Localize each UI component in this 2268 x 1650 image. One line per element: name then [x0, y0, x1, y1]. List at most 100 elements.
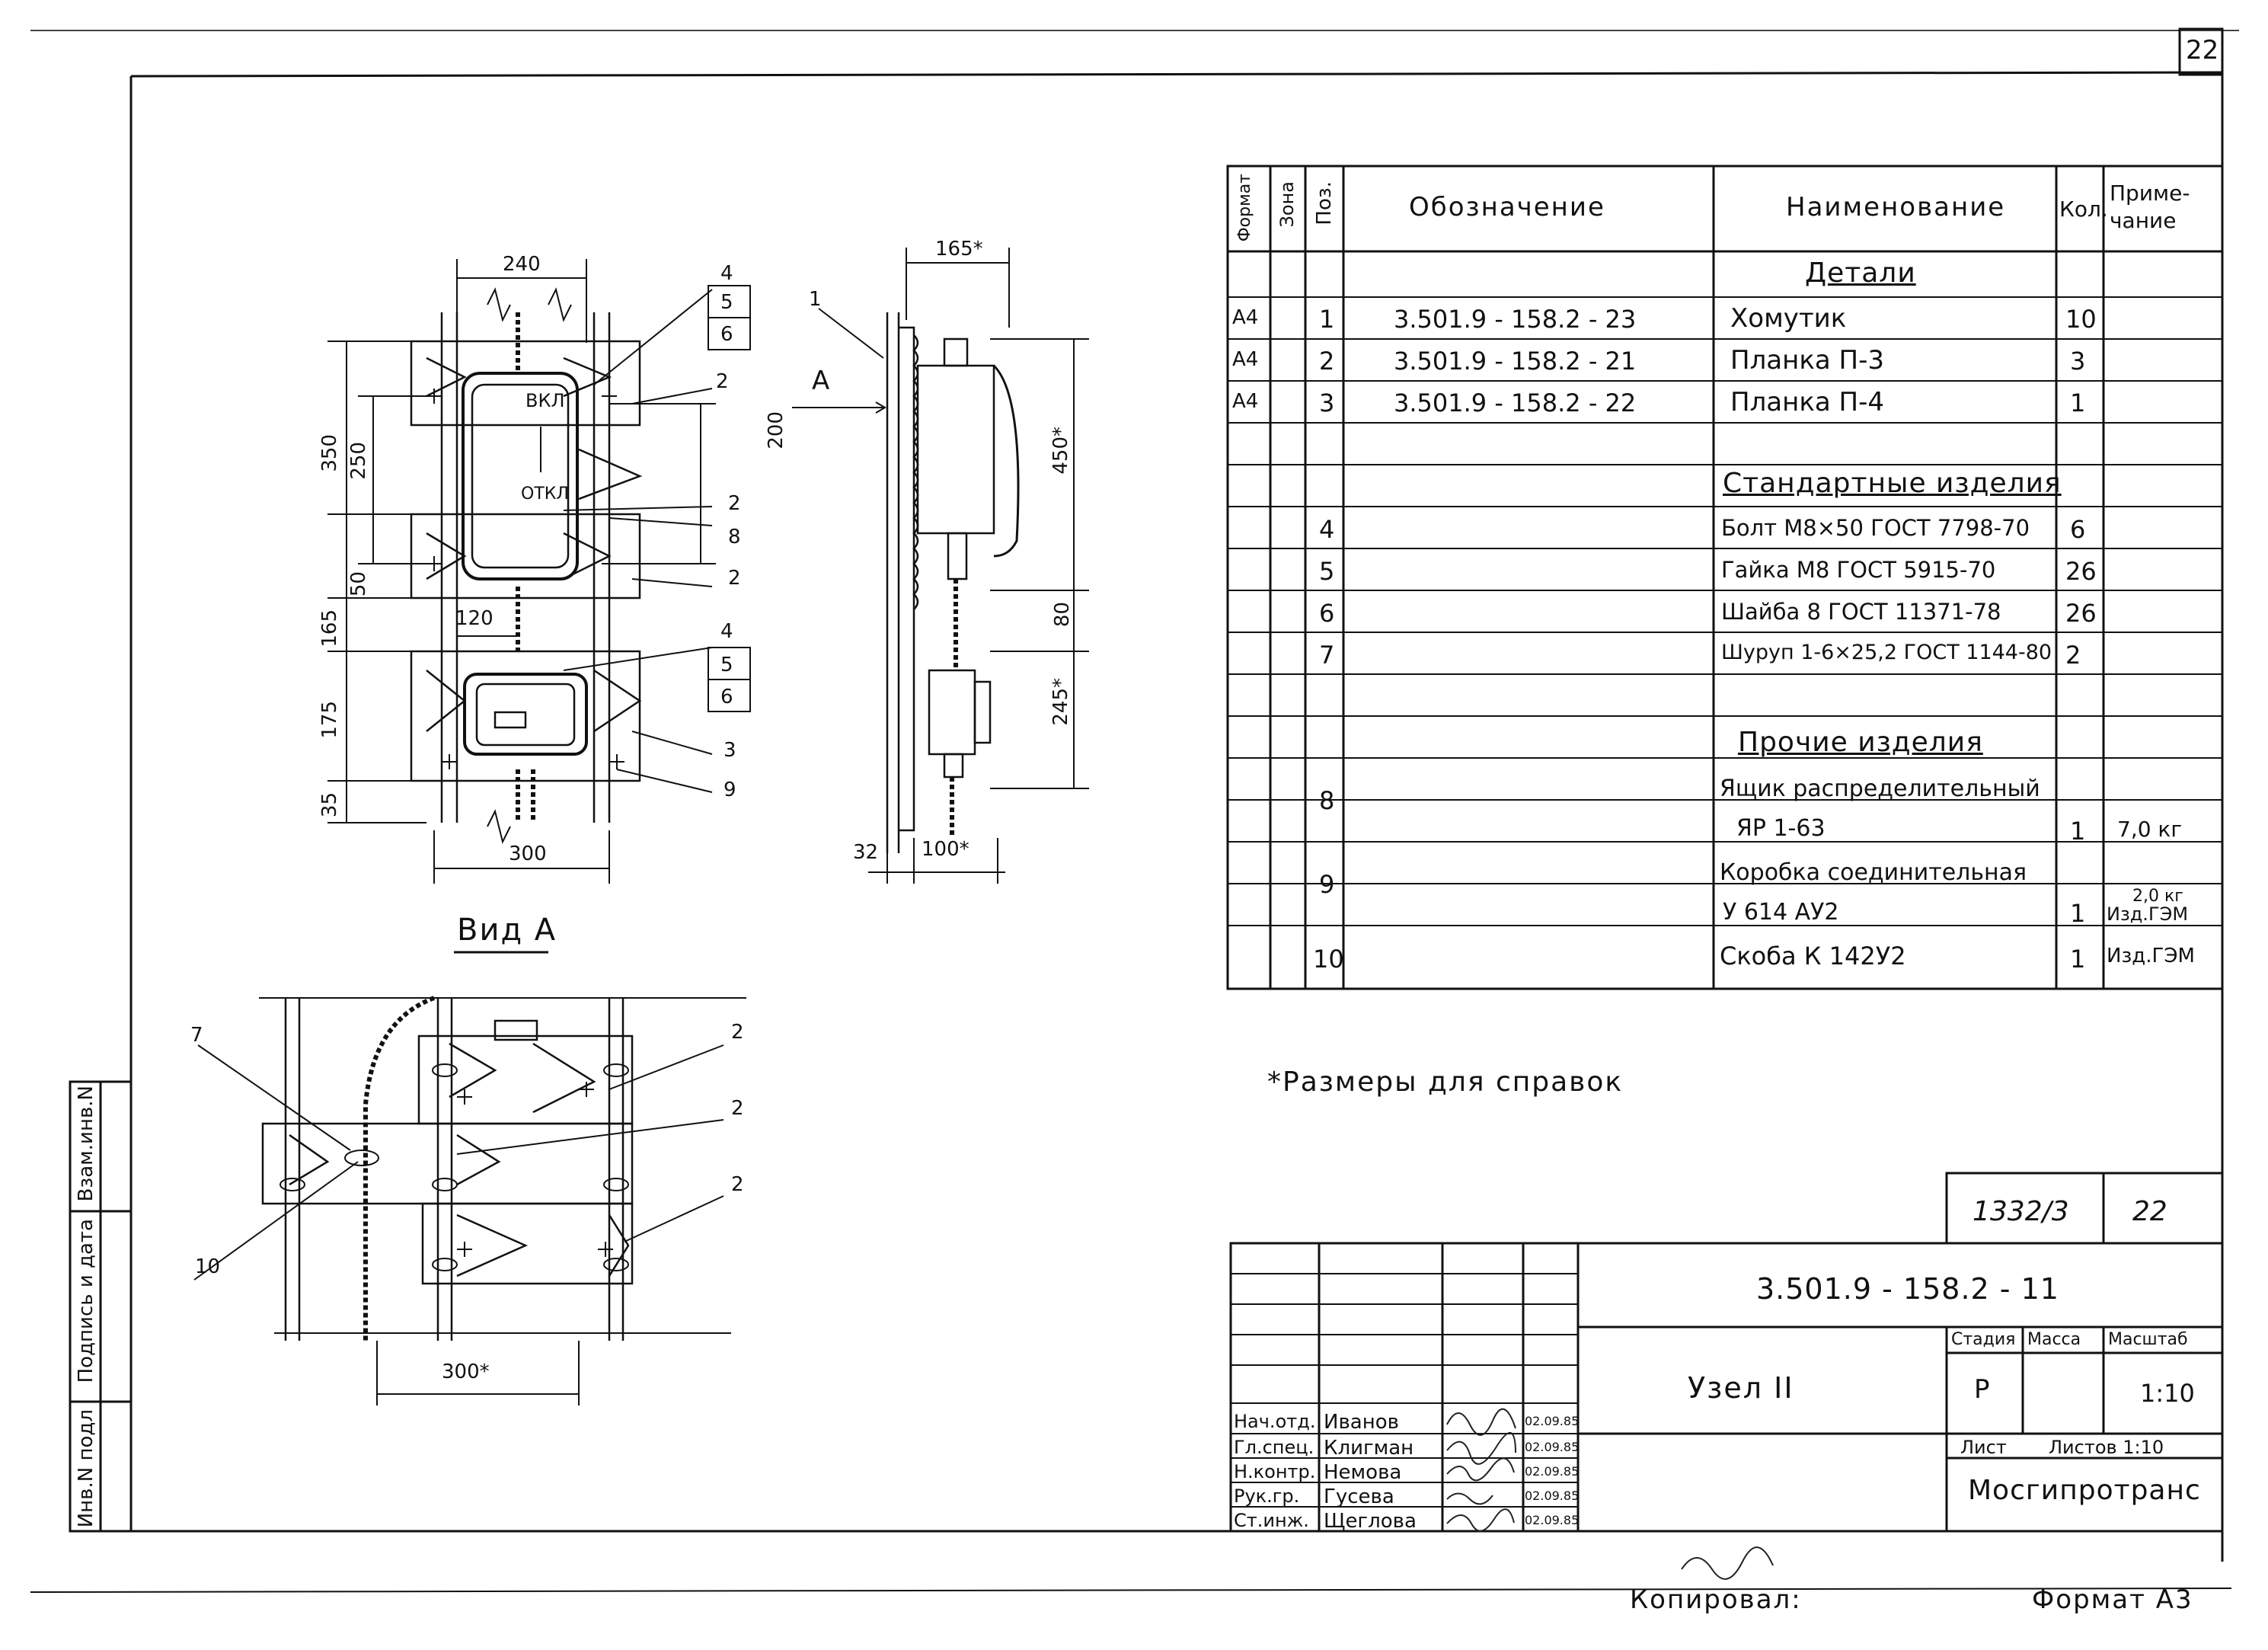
spec-table-grid: [1226, 165, 2224, 990]
title-block-grid: [1229, 1172, 2224, 1533]
dim-200: 200: [765, 411, 787, 449]
row-prim: 2,0 кг: [2132, 887, 2183, 906]
dim-300: 300: [509, 843, 547, 865]
row-oboz: 3.501.9 - 158.2 - 21: [1394, 347, 1637, 376]
part-2-a: 2: [716, 370, 729, 393]
row-oboz: 3.501.9 - 158.2 - 23: [1394, 305, 1637, 334]
row-poz: 1: [1319, 305, 1335, 334]
view-a-title: Вид А: [457, 913, 557, 948]
row-format: А4: [1232, 306, 1259, 329]
row-poz: 3: [1319, 389, 1335, 417]
row-poz: 4: [1319, 515, 1335, 544]
dim-32: 32: [853, 841, 879, 864]
header-kol: Кол.: [2059, 197, 2108, 222]
doc-number-top: 1332/3: [1973, 1196, 2069, 1227]
dim-250: 250: [347, 442, 370, 480]
footer-copied-label: Копировал:: [1630, 1584, 1802, 1615]
section-standard: Стандартные изделия: [1723, 468, 2062, 499]
dim-350: 350: [318, 434, 341, 472]
row-name: У 614 АУ2: [1723, 899, 1839, 926]
header-oboznachenie: Обозначение: [1409, 192, 1605, 222]
header-zona: Зона: [1276, 181, 1298, 228]
label-list: Лист: [1960, 1437, 2007, 1458]
header-naimenovanie: Наименование: [1786, 192, 2006, 222]
section-details: Детали: [1805, 257, 1916, 289]
dim-80: 80: [1051, 602, 1074, 628]
front-view: [327, 259, 751, 884]
row-format: А4: [1232, 390, 1259, 413]
row-name: Хомутик: [1730, 303, 1847, 334]
view-a-part-2-c: 2: [731, 1173, 744, 1196]
dim-175: 175: [318, 701, 341, 739]
row-name: Шайба 8 ГОСТ 11371-78: [1721, 599, 2001, 625]
person-name: Немова: [1324, 1461, 1402, 1484]
row-kol: 2: [2065, 641, 2081, 670]
person-name: Гусева: [1324, 1485, 1394, 1508]
margin-inv-podl: Инв.N подл: [75, 1409, 97, 1528]
header-primechanie: Приме-чание: [2110, 181, 2190, 233]
note-reference-dims: *Размеры для справок: [1267, 1066, 1624, 1098]
header-poz: Поз.: [1313, 181, 1336, 225]
row-prim: Изд.ГЭМ: [2107, 945, 2195, 967]
label-otkl: ОТКЛ: [521, 484, 569, 504]
sheet-corner-number: 22: [2186, 35, 2219, 66]
row-poz: 6: [1319, 599, 1335, 628]
row-kol: 26: [2065, 557, 2097, 586]
row-name: Планка П-3: [1730, 345, 1885, 376]
person-date: 02.09.85: [1525, 1440, 1580, 1454]
label-listov: Листов 1:10: [2049, 1437, 2164, 1458]
designation: 3.501.9 - 158.2 - 11: [1756, 1272, 2059, 1306]
view-a-part-7: 7: [190, 1024, 203, 1047]
row-name: Скоба К 142У2: [1720, 942, 1906, 970]
header-format: Формат: [1235, 174, 1254, 242]
part-4-bottom: 4: [720, 620, 733, 643]
margin-podpis-data: Подпись и дата: [75, 1219, 97, 1383]
row-kol: 1: [2070, 945, 2086, 974]
row-name: Ящик распределительный: [1720, 775, 2040, 802]
row-name: Гайка М8 ГОСТ 5915-70: [1721, 557, 1996, 583]
row-poz: 5: [1319, 557, 1335, 586]
part-6-top: 6: [720, 323, 733, 346]
row-poz: 9: [1319, 870, 1335, 899]
row-name: Коробка соединительная: [1720, 859, 2027, 886]
value-masshtab: 1:10: [2140, 1379, 2195, 1408]
value-stadia: Р: [1974, 1374, 1990, 1405]
label-stadia: Стадия: [1951, 1330, 2016, 1349]
row-poz: 2: [1319, 347, 1335, 376]
section-other: Прочие изделия: [1738, 727, 1983, 758]
row-oboz: 3.501.9 - 158.2 - 22: [1394, 389, 1637, 417]
part-8: 8: [728, 526, 741, 548]
view-a-part-10: 10: [195, 1255, 221, 1278]
person-role: Гл.спец.: [1234, 1437, 1314, 1458]
row-poz: 7: [1319, 641, 1335, 670]
person-date: 02.09.85: [1525, 1414, 1580, 1428]
dim-120: 120: [455, 607, 494, 630]
dim-165: 165: [318, 609, 341, 648]
label-vkl: ВКЛ: [525, 390, 565, 411]
row-poz: 10: [1313, 945, 1344, 974]
dim-35: 35: [318, 792, 341, 818]
view-a-part-2-a: 2: [731, 1021, 744, 1044]
part-3: 3: [724, 739, 736, 762]
sheet-number-top: 22: [2132, 1196, 2167, 1227]
view-a-marker: А: [812, 366, 830, 396]
row-kol: 1: [2070, 817, 2086, 846]
person-name: Клигман: [1324, 1437, 1414, 1460]
part-6-bottom: 6: [720, 686, 733, 708]
row-kol: 3: [2070, 347, 2086, 376]
row-kol: 10: [2065, 305, 2097, 334]
dim-450-ref: 450*: [1049, 427, 1072, 475]
part-5-bottom: 5: [720, 654, 733, 676]
part-2-b: 2: [728, 492, 741, 515]
person-name: Щеглова: [1324, 1510, 1417, 1533]
person-name: Иванов: [1324, 1411, 1399, 1434]
view-a-part-2-b: 2: [731, 1097, 744, 1120]
row-format: А4: [1232, 348, 1259, 371]
row-prim: Изд.ГЭМ: [2107, 903, 2189, 925]
person-date: 02.09.85: [1525, 1513, 1580, 1527]
row-name: Болт М8×50 ГОСТ 7798-70: [1721, 515, 2030, 541]
organization: Мосгипротранс: [1968, 1475, 2201, 1506]
dim-245-ref: 245*: [1049, 678, 1072, 726]
person-role: Нач.отд.: [1234, 1411, 1316, 1432]
